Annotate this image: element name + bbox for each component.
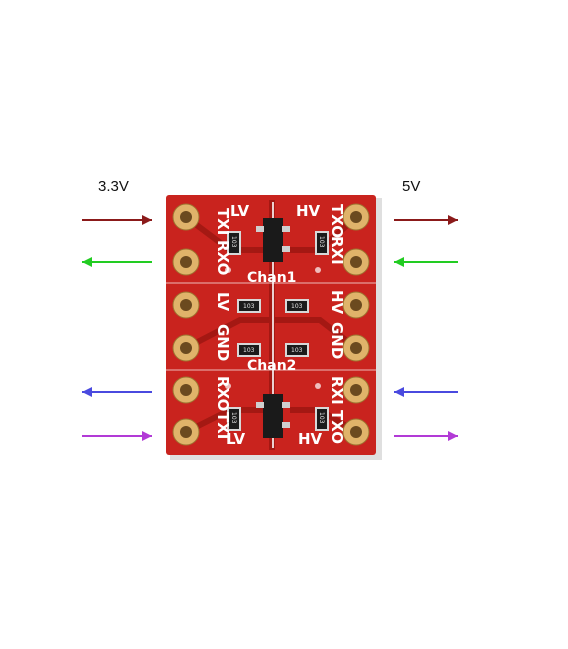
header-pad-left-4 [172,334,200,362]
arrow-left-1 [82,215,152,225]
svg-text:103: 103 [243,347,255,354]
arrow-left-3 [82,387,152,397]
arrow-right-3 [394,387,458,397]
silk-hv-bottom: HV [298,430,323,448]
silk-left-mid-1: LV [214,292,232,311]
resistor-6: 103 [285,343,309,357]
silkscreen-labels: TXI RXO LV GND RXO TXI TXO RXI HV GND RX… [214,202,346,448]
resistor-8: 103 [315,407,329,431]
silk-right-top-1: TXO [328,204,346,238]
silk-left-top-1: TXI [214,208,232,235]
svg-text:103: 103 [230,412,237,424]
svg-text:103: 103 [291,303,303,310]
silk-lv-bottom: LV [226,430,245,448]
silk-right-top-2: RXI [328,236,346,265]
silk-left-bot-2: TXI [214,412,232,439]
mosfet-channel1 [256,218,290,262]
resistor-7: 103 [227,407,241,431]
header-pad-left-6 [172,418,200,446]
resistor-1: 103 [227,231,241,255]
header-pad-left-2 [172,248,200,276]
svg-text:103: 103 [318,412,325,424]
resistor-3: 103 [237,299,261,313]
header-pad-right-6 [342,418,370,446]
header-pad-left-5 [172,376,200,404]
silk-chan1: Chan1 [247,270,296,286]
silk-left-bot-1: RXO [214,376,232,411]
pcb-vias [225,267,321,389]
header-pad-left-1 [172,203,200,231]
resistor-5: 103 [237,343,261,357]
arrow-left-2 [82,257,152,267]
silk-chan2: Chan2 [247,358,296,374]
resistor-2: 103 [315,231,329,255]
header-pad-right-2 [342,248,370,276]
high-voltage-label: 5V [402,178,421,195]
silk-left-top-2: RXO [214,240,232,275]
svg-text:103: 103 [318,236,325,248]
silk-right-bot-1: RXI [328,376,346,405]
board-section-lines [166,282,376,371]
header-pad-right-5 [342,376,370,404]
header-pad-left-3 [172,291,200,319]
silk-right-mid-2: GND [328,322,346,359]
mosfet-channel2 [256,394,290,438]
silk-hv-top: HV [296,202,321,220]
silk-lv-top: LV [230,202,249,220]
header-pad-right-3 [342,291,370,319]
header-pads [172,203,370,446]
arrow-right-1 [394,215,458,225]
arrow-left-4 [82,431,152,441]
silk-right-bot-2: TXO [328,410,346,444]
smd-resistors: 103 103 103 103 103 103 103 103 [227,231,329,431]
svg-text:103: 103 [230,236,237,248]
header-pad-right-1 [342,203,370,231]
signal-arrows [82,215,458,441]
header-pad-right-4 [342,334,370,362]
svg-text:103: 103 [243,303,255,310]
low-voltage-label: 3.3V [98,178,129,195]
svg-text:103: 103 [291,347,303,354]
arrow-right-2 [394,257,458,267]
silk-left-mid-2: GND [214,324,232,361]
resistor-4: 103 [285,299,309,313]
arrow-right-4 [394,431,458,441]
silk-right-mid-1: HV [328,290,346,315]
